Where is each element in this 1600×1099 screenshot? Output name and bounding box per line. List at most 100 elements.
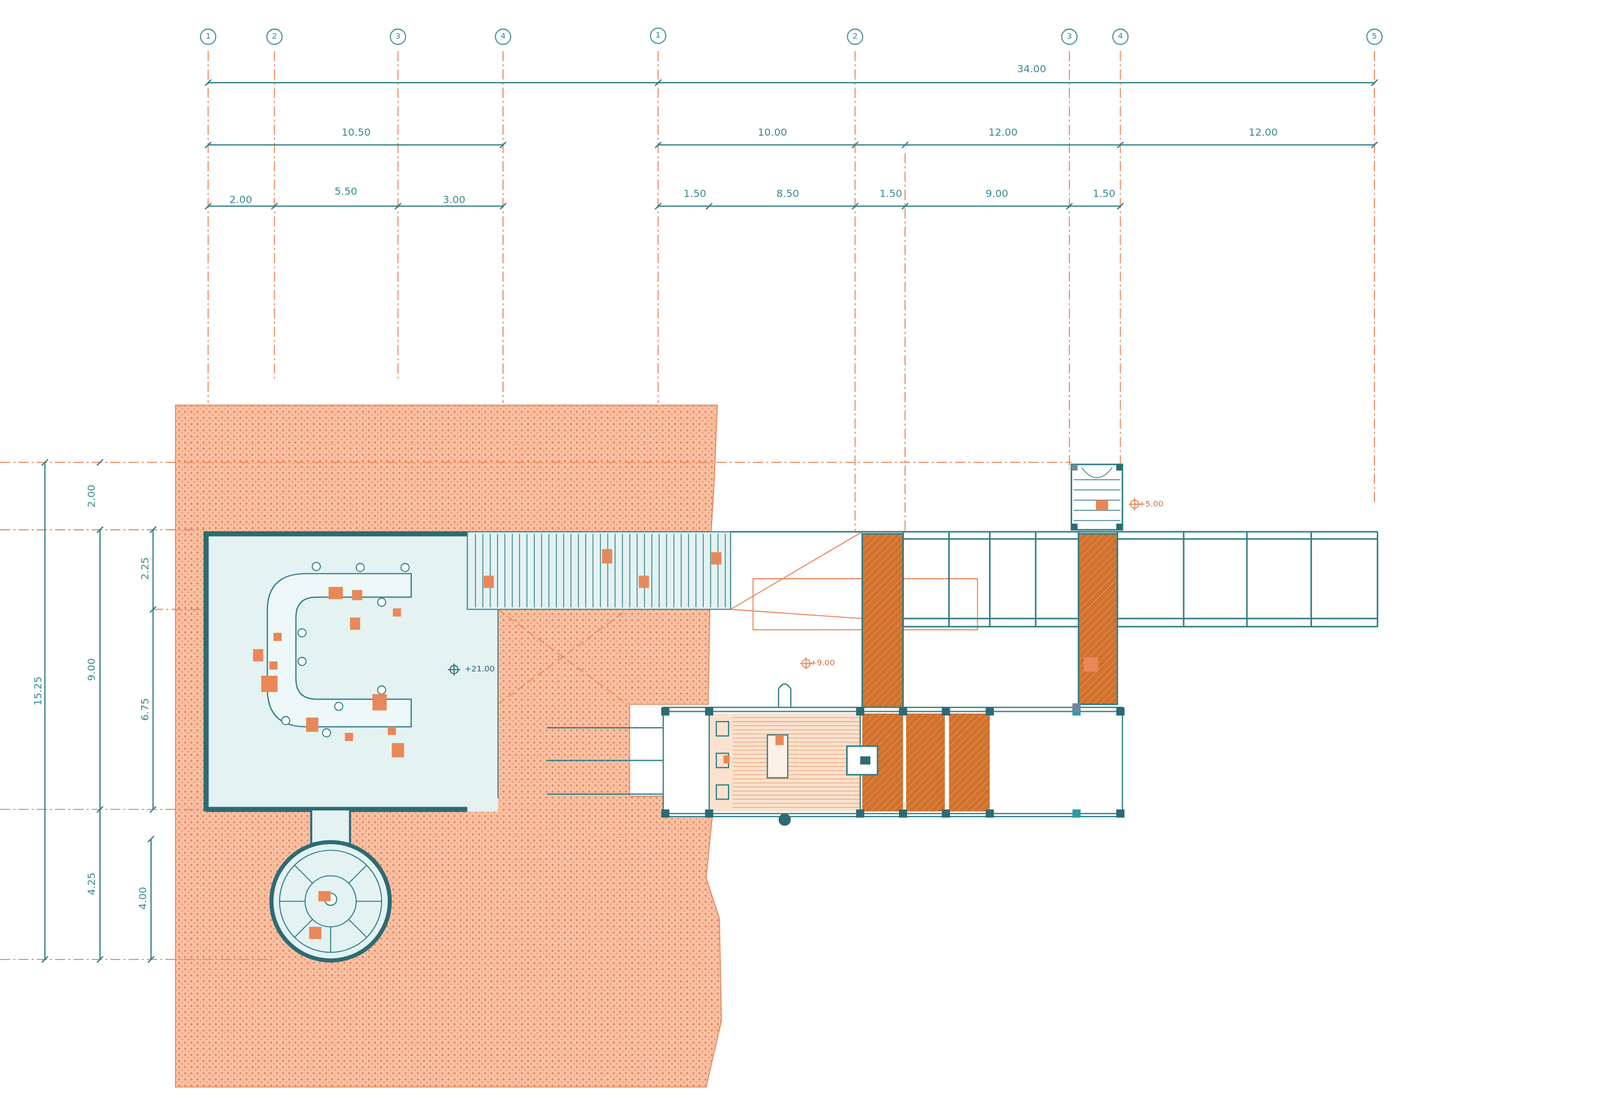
plan-g [44, 82, 1375, 960]
plan-line [150, 838, 152, 960]
plan-g [41, 79, 1378, 962]
plan-line [732, 749, 860, 751]
plan-path [778, 683, 791, 708]
plan-rect [949, 713, 991, 812]
dimension-text: 1.50 [683, 188, 706, 200]
grid-number: 4 [1117, 32, 1123, 41]
plan-rect [1071, 523, 1078, 530]
plan-line [663, 710, 1123, 712]
plan-rect [351, 589, 363, 601]
plan-rect [602, 548, 613, 564]
plan-line [680, 533, 682, 608]
plan-line [805, 656, 807, 670]
plan-line [1376, 531, 1379, 627]
level-mark: +9.00 [809, 659, 835, 668]
plan-line [548, 533, 550, 608]
plan-line [673, 533, 674, 608]
plan-rect [899, 707, 908, 716]
plan-line [904, 153, 906, 532]
plan-rect [906, 713, 945, 812]
plan-line [511, 533, 513, 608]
plan-g [279, 865, 382, 952]
plan-line [732, 769, 860, 771]
plan-line [533, 533, 535, 608]
plan-line [657, 51, 659, 404]
plan-line [207, 82, 1375, 84]
dimension-text: 9.00 [86, 657, 98, 681]
plan-line [518, 533, 520, 608]
plan-line [732, 725, 860, 726]
plan-line [666, 533, 667, 608]
plan-line [657, 205, 1121, 207]
plan-line [657, 144, 1375, 146]
plan-rect [1116, 464, 1123, 471]
plan-line [732, 802, 860, 804]
plan-line [99, 529, 101, 960]
plan-g [447, 663, 460, 676]
grid-number: 5 [1371, 32, 1377, 41]
plan-line [1373, 51, 1375, 506]
plan-rect [985, 809, 994, 818]
dimension-text: 10.50 [341, 127, 371, 138]
dimension-text: 3.00 [442, 194, 466, 206]
plan-g [663, 683, 1123, 814]
plan-g [547, 727, 664, 794]
plan-rect [985, 707, 994, 716]
plan-line [607, 533, 608, 608]
plan-circle [271, 841, 390, 961]
plan-line [663, 812, 1123, 814]
plan-g [1071, 464, 1123, 530]
plan-g [730, 531, 1378, 627]
grid-bubble: 4 [1112, 28, 1129, 46]
plan-rect [663, 707, 1123, 817]
plan-rect [269, 661, 278, 670]
plan-rect [306, 717, 319, 732]
plan-path [730, 531, 978, 630]
plan-line [474, 533, 476, 608]
plan-line [732, 720, 860, 722]
plan-line [644, 533, 645, 608]
plan-rect [661, 707, 670, 716]
grid-bubble: 5 [1366, 28, 1383, 46]
plan-g [483, 548, 722, 588]
plan-line [688, 533, 689, 608]
dimension-text: 15.25 [32, 676, 44, 706]
plan-line [862, 537, 1378, 540]
plan-rect [1095, 500, 1109, 511]
plan-rect [1071, 464, 1078, 471]
plan-line [948, 531, 950, 627]
plan-circle [377, 597, 387, 607]
dimension-text: 5.50 [334, 186, 358, 198]
plan-rect [1116, 523, 1123, 530]
plan-line [489, 533, 491, 608]
plan-line [526, 533, 528, 608]
plan-line [732, 737, 860, 738]
plan-line [695, 533, 697, 608]
plan-rect [709, 713, 861, 812]
plan-g [723, 734, 784, 764]
plan-line [152, 529, 154, 810]
plan-line [862, 617, 1378, 620]
plan-line [629, 533, 630, 608]
plan-line [547, 726, 664, 729]
dimension-text: 9.00 [985, 188, 1009, 200]
plan-rect [704, 809, 714, 818]
plan-path [730, 609, 863, 619]
plan-rect [704, 707, 714, 716]
plan-path [41, 459, 157, 963]
plan-line [658, 533, 660, 608]
plan-circle [304, 875, 357, 927]
plan-rect [860, 756, 871, 765]
plan-circle [400, 563, 410, 572]
dimension-text: 34.00 [1017, 64, 1047, 76]
plan-line [732, 790, 860, 791]
plan-line [295, 865, 313, 883]
plan-rect [350, 617, 361, 630]
plan-g [475, 533, 726, 608]
plan-rect [273, 632, 282, 641]
plan-line [453, 663, 455, 676]
plan-line [1073, 489, 1121, 490]
grid-number: 1 [655, 31, 661, 40]
dimension-text: 4.00 [137, 886, 149, 909]
